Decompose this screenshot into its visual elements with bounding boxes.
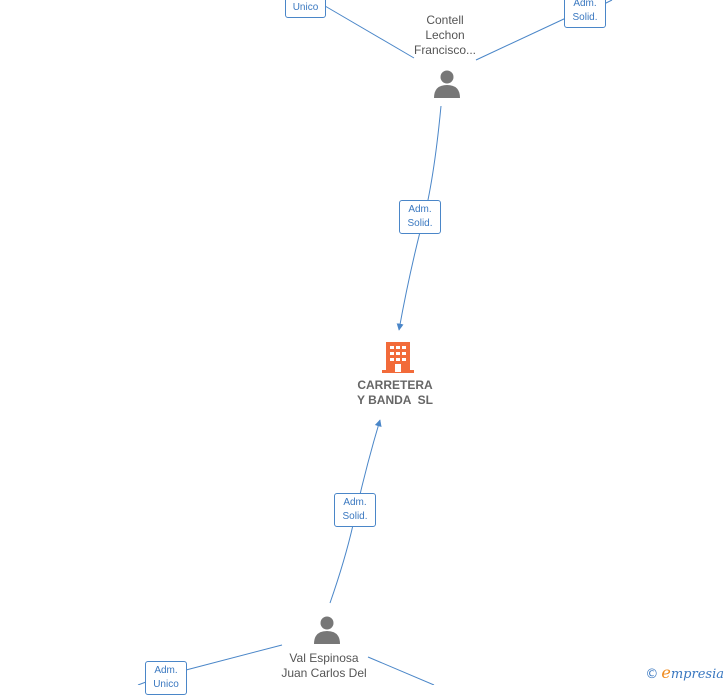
edge-line-top-right xyxy=(475,17,567,61)
brand-initial: e xyxy=(661,663,671,682)
edge-label-top-to-company[interactable]: Adm. Solid. xyxy=(399,200,441,234)
person-icon[interactable] xyxy=(432,69,462,99)
edge-line-bottom-right xyxy=(367,656,435,685)
edge-label-top-right[interactable]: Adm. Solid. xyxy=(564,0,606,28)
person-icon[interactable] xyxy=(312,615,342,645)
brand-footer[interactable]: ©empresia xyxy=(645,663,724,682)
building-icon[interactable] xyxy=(382,340,414,374)
person-bottom-name[interactable]: Val Espinosa Juan Carlos Del xyxy=(281,651,367,680)
edge-label-bottom-left[interactable]: Adm. Unico xyxy=(145,661,187,695)
edge-line-top-left xyxy=(324,5,415,59)
edge-label-bottom-to-company[interactable]: Adm. Solid. xyxy=(334,493,376,527)
brand-name: mpresia xyxy=(670,667,724,682)
edge-label-top-left[interactable]: Unico xyxy=(285,0,326,18)
copyright-icon: © xyxy=(645,667,659,682)
company-name[interactable]: CARRETERA Y BANDA SL xyxy=(356,378,433,407)
person-top-name[interactable]: Contell Lechon Francisco... xyxy=(413,13,476,57)
edge-line-bottom-left xyxy=(185,644,283,671)
